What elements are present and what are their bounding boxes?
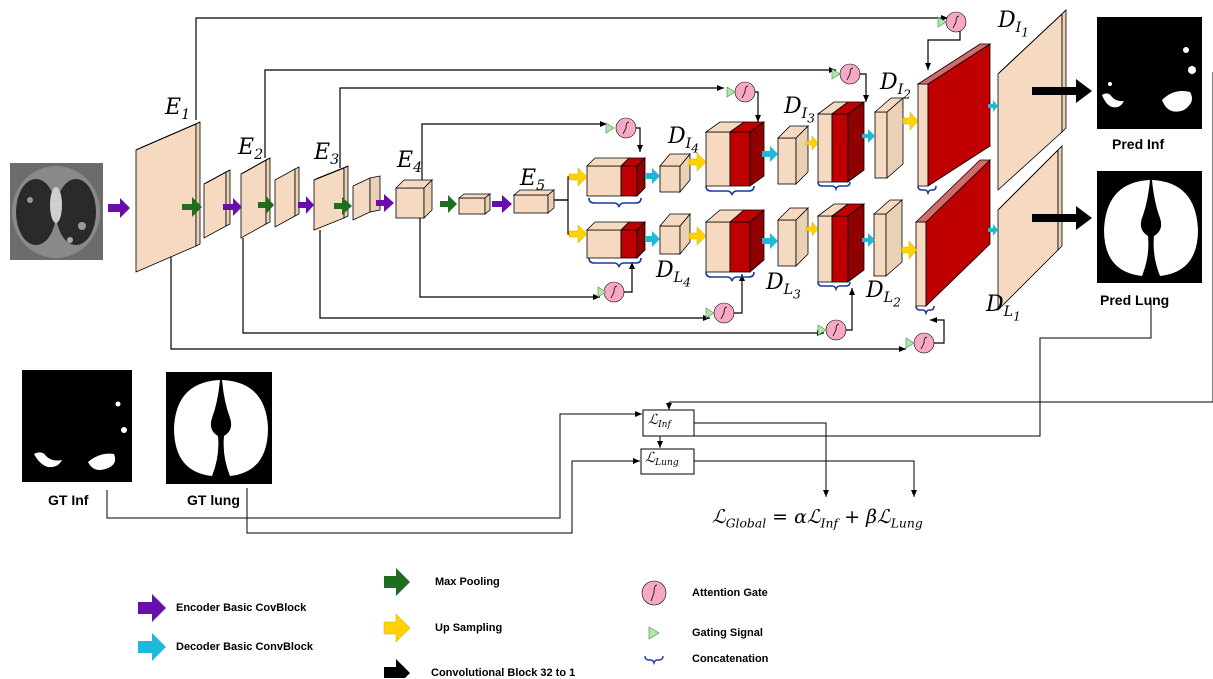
loss-wiring [106, 72, 1213, 534]
infection-decoder [586, 9, 1067, 197]
label-d-i4: DI4 [668, 124, 700, 156]
legend-decoder-block: Decoder Basic ConvBlock [176, 641, 313, 653]
skip-connections [170, 15, 961, 352]
encoder-path [135, 121, 556, 273]
label-d-l2: DL2 [866, 278, 901, 310]
legend-encoder-block: Encoder Basic CovBlock [176, 602, 307, 614]
attention-gates [597, 11, 967, 354]
label-d-l3: DL3 [766, 270, 801, 302]
legend-up-sampling: Up Sampling [435, 622, 503, 634]
pooling-arrows [182, 195, 457, 217]
pred-inf-image [1097, 17, 1202, 129]
legend-concatenation: Concatenation [692, 653, 769, 665]
input-ct-image [10, 163, 103, 260]
label-d-l1: DL1 [986, 292, 1021, 324]
label-e3: E3 [314, 140, 340, 168]
label-pred-inf: Pred Inf [1112, 136, 1165, 152]
encoder-block-e5 [513, 194, 549, 214]
legend-gating-signal: Gating Signal [692, 627, 763, 639]
loss-boxes [640, 409, 695, 475]
encoder-block-e4 [395, 187, 425, 219]
label-d-l4: DL4 [656, 258, 691, 290]
label-d-i3: DI3 [784, 94, 816, 126]
label-gt-inf: GT Inf [48, 492, 89, 508]
encoder-block-e2b [274, 168, 296, 228]
label-loss-inf: ℒInf [648, 412, 671, 431]
legend-conv-block: Convolutional Block 32 to 1 [431, 667, 576, 679]
decoder-arrows [645, 100, 998, 249]
label-d-i2: DI2 [880, 70, 912, 102]
label-e5: E5 [520, 166, 546, 194]
concat-brackets [588, 181, 937, 316]
label-e2: E2 [238, 135, 264, 163]
legend-symbols [138, 568, 667, 678]
output-conv-arrows [1032, 79, 1092, 230]
label-e4: E4 [397, 148, 423, 176]
label-pred-lung: Pred Lung [1100, 292, 1170, 308]
encoder-block-e4b [458, 197, 486, 215]
pred-lung-image [1097, 171, 1202, 283]
encoder-block-e3b [352, 177, 371, 221]
encoder-block-e3 [313, 167, 345, 231]
lung-decoder [586, 145, 1063, 311]
label-gt-lung: GT lung [187, 492, 240, 508]
gt-inf-image [22, 370, 132, 482]
label-d-i1: DI1 [998, 8, 1030, 40]
encoder-arrows [108, 194, 512, 218]
upsampling-arrows [568, 111, 919, 260]
legend-max-pooling: Max Pooling [435, 576, 500, 588]
label-loss-lung: ℒLung [645, 450, 679, 469]
gt-lung-image [166, 372, 272, 484]
legend-attention-gate: Attention Gate [692, 587, 768, 599]
label-e1: E1 [165, 95, 191, 123]
label-loss-global: ℒGlobal = αℒInf + βℒLung [712, 506, 923, 531]
